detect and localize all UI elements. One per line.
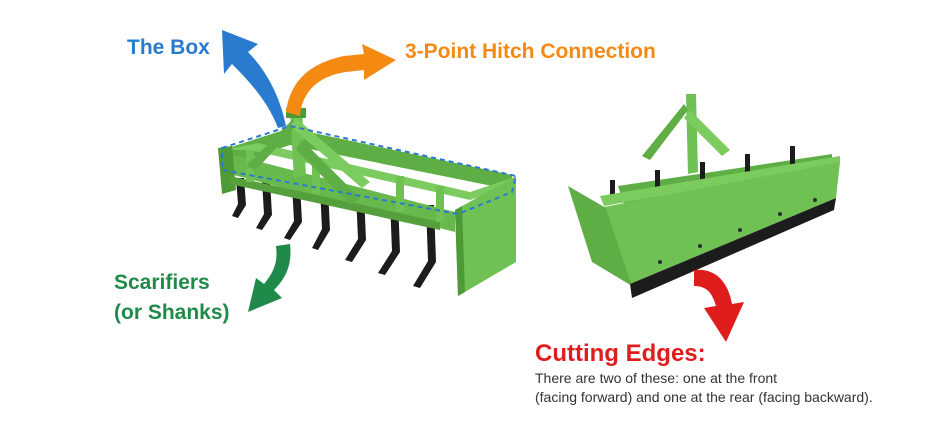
right-hitch-mast bbox=[686, 94, 698, 174]
scarifiers-label-line-2: (or Shanks) bbox=[114, 298, 230, 328]
left-box-blade bbox=[218, 108, 516, 296]
bracket bbox=[436, 186, 444, 222]
scarifiers-label-line-1: Scarifiers bbox=[114, 268, 230, 298]
cutting-edges-label: Cutting Edges: bbox=[535, 340, 706, 368]
hitch-connection-label: 3-Point Hitch Connection bbox=[405, 40, 656, 64]
bolt bbox=[813, 198, 817, 202]
bracket bbox=[396, 176, 404, 212]
arrow-up-left-icon bbox=[222, 30, 286, 128]
description-line-1: There are two of these: one at the front bbox=[535, 369, 873, 388]
box-label: The Box bbox=[127, 36, 210, 60]
bolt bbox=[778, 212, 782, 216]
scarifiers-label: Scarifiers (or Shanks) bbox=[114, 268, 230, 328]
arrow-right-icon bbox=[286, 44, 396, 116]
description-line-2: (facing forward) and one at the rear (fa… bbox=[535, 388, 873, 407]
arrow-down-left-icon bbox=[248, 244, 290, 312]
bolt bbox=[658, 260, 662, 264]
arrow-down-icon bbox=[694, 270, 744, 342]
right-hitch-brace-2 bbox=[642, 104, 688, 160]
cutting-edges-description: There are two of these: one at the front… bbox=[535, 369, 873, 407]
bolt bbox=[738, 228, 742, 232]
bolt bbox=[698, 244, 702, 248]
right-box-blade bbox=[568, 94, 840, 298]
